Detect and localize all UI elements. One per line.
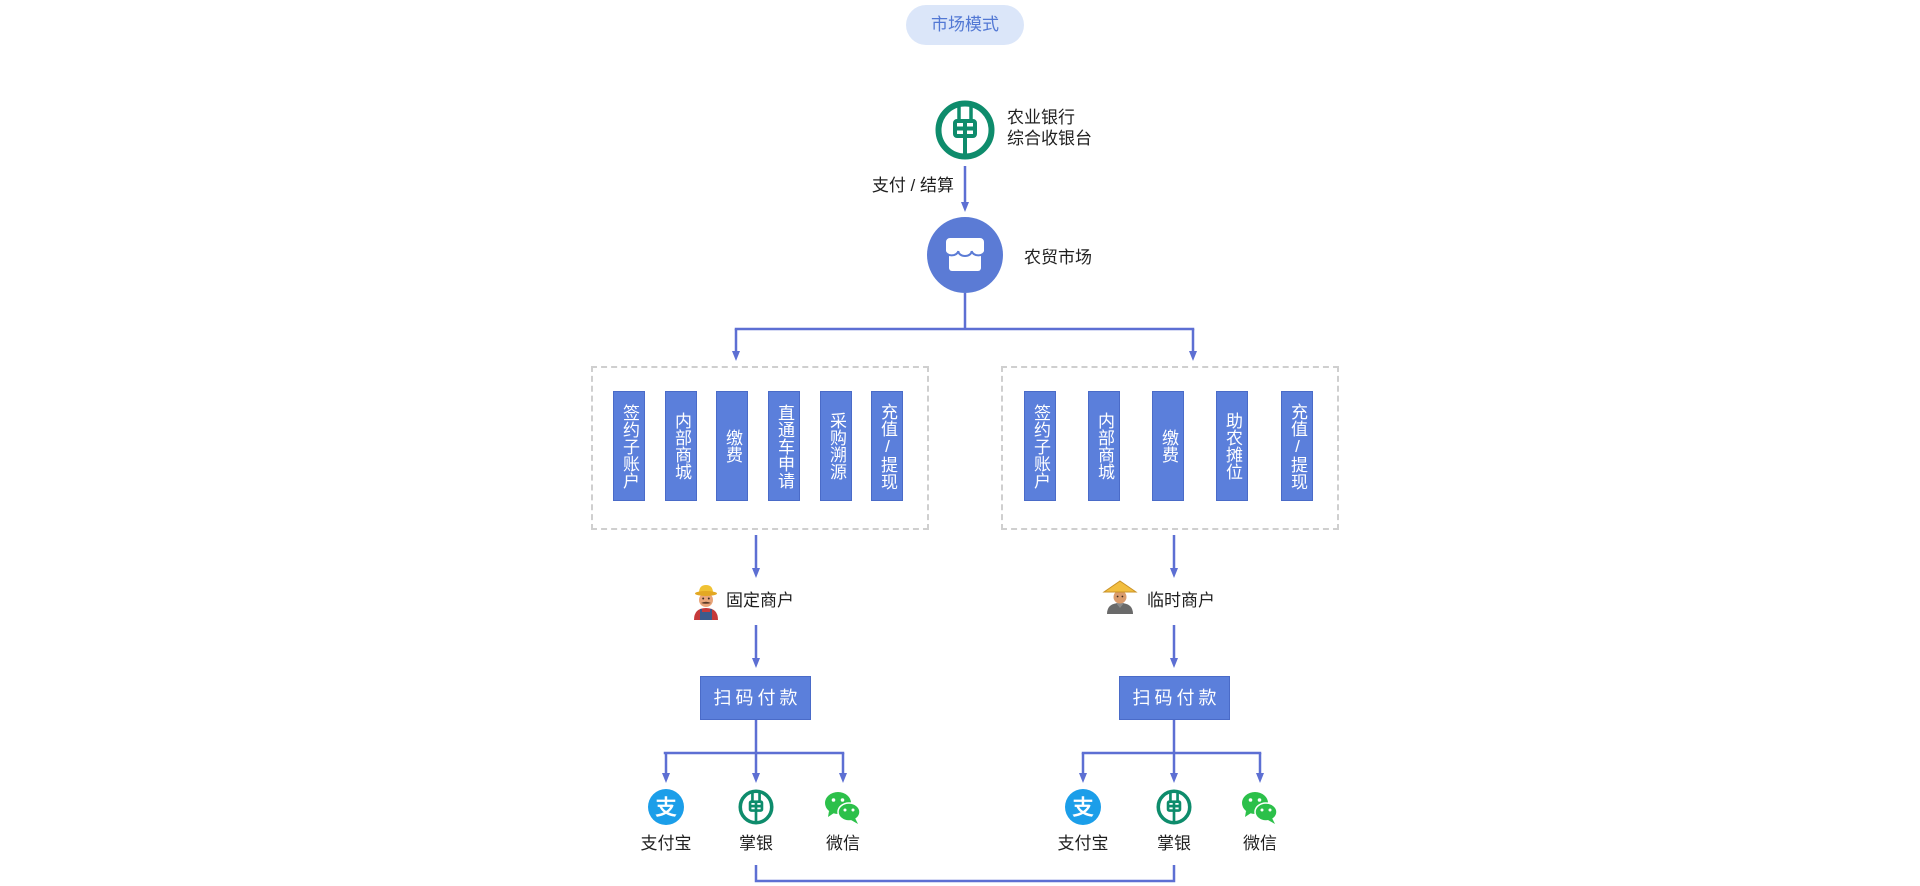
straw-hat-vendor-icon <box>1102 580 1138 614</box>
service-label: 内部商城 <box>1095 412 1114 480</box>
service-column: 助农摊位 <box>1216 391 1248 501</box>
wechat-icon <box>825 792 861 824</box>
abc-mobile-bank-icon <box>1156 789 1192 825</box>
service-label: 内部商城 <box>672 412 691 480</box>
farmer-avatar-icon <box>694 585 718 620</box>
scan-pay-box: 扫码付款 <box>700 676 811 720</box>
service-label: 充值/提现 <box>1288 402 1307 490</box>
alipay-icon: 支 <box>1065 789 1101 825</box>
service-label: 直通车申请 <box>775 403 794 489</box>
pay-settle-label: 支付 / 结算 <box>871 176 954 195</box>
channel-label-mobile-bank: 掌银 <box>739 834 773 853</box>
service-column: 缴费 <box>716 391 748 501</box>
service-column: 充值/提现 <box>871 391 903 501</box>
wechat-icon <box>1242 792 1278 824</box>
alipay-glyph: 支 <box>1073 797 1095 820</box>
service-label: 充值/提现 <box>878 402 897 490</box>
mode-pill: 市场模式 <box>906 5 1024 45</box>
abc-mobile-bank-icon <box>738 789 774 825</box>
channel-label-wechat: 微信 <box>1243 834 1277 853</box>
channel-label-wechat: 微信 <box>826 834 860 853</box>
service-column: 充值/提现 <box>1281 391 1313 501</box>
channel-label-alipay: 支付宝 <box>640 834 692 853</box>
service-label: 签约子账户 <box>1031 403 1050 489</box>
temporary-merchant-services-box <box>1001 366 1339 530</box>
bank-name-line1: 农业银行 <box>1007 108 1075 127</box>
fixed-merchant-label: 固定商户 <box>726 591 794 610</box>
market-label: 农贸市场 <box>1024 248 1092 267</box>
alipay-glyph: 支 <box>656 797 678 820</box>
temporary-merchant-label: 临时商户 <box>1147 591 1215 610</box>
service-label: 缴费 <box>723 429 742 463</box>
service-column: 采购溯源 <box>820 391 852 501</box>
service-label: 缴费 <box>1159 429 1178 463</box>
service-column: 直通车申请 <box>768 391 800 501</box>
scan-pay-box: 扫码付款 <box>1119 676 1230 720</box>
storefront-icon <box>927 217 1003 293</box>
channel-label-alipay: 支付宝 <box>1057 834 1109 853</box>
fixed-merchant-services-box <box>591 366 929 530</box>
bank-name-line2: 综合收银台 <box>1007 129 1092 148</box>
abc-bank-logo-icon <box>935 100 995 160</box>
service-column: 内部商城 <box>1088 391 1120 501</box>
service-label: 采购溯源 <box>827 412 846 480</box>
service-label: 助农摊位 <box>1223 412 1242 480</box>
service-column: 缴费 <box>1152 391 1184 501</box>
mobile-bank-link-line <box>754 865 1176 883</box>
channel-label-mobile-bank: 掌银 <box>1157 834 1191 853</box>
service-label: 签约子账户 <box>620 403 639 489</box>
service-column: 签约子账户 <box>1024 391 1056 501</box>
service-column: 签约子账户 <box>613 391 645 501</box>
alipay-icon: 支 <box>648 789 684 825</box>
service-column: 内部商城 <box>665 391 697 501</box>
